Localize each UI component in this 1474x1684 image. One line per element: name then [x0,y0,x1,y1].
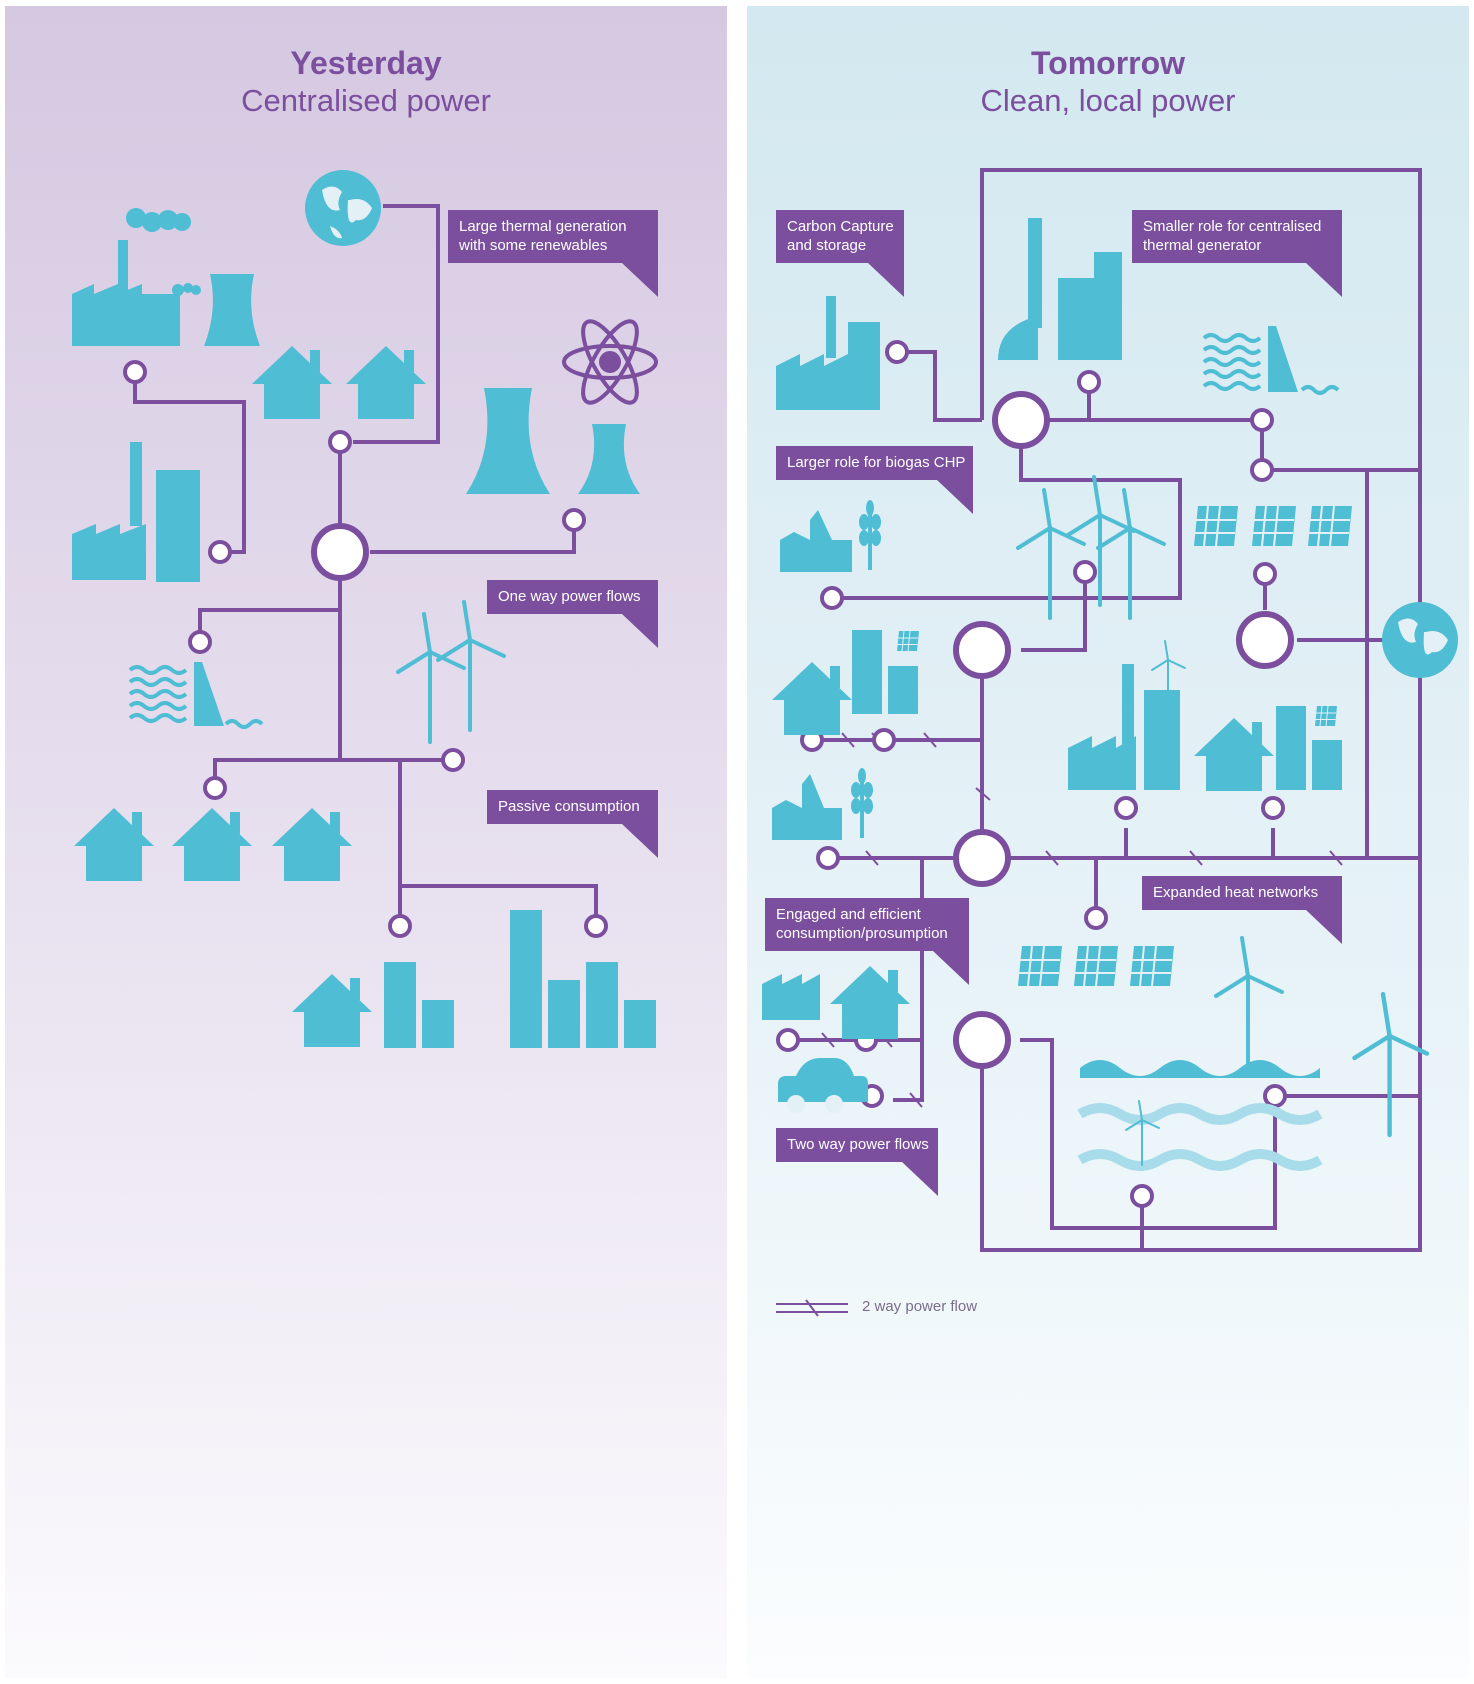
label-tail [1306,263,1342,297]
right-nodes [776,340,1294,1208]
solar-panel-icon [1073,945,1119,987]
house-icon [1194,718,1274,791]
offshore-wind-icon [1077,936,1427,1171]
factory-icon [762,974,820,1020]
label-tail [933,951,969,985]
solar-panel-icon [1017,945,1063,987]
label-biogas-chp: Larger role for biogas CHP [776,446,973,480]
label-ccs-line2: and storage [787,237,867,254]
label-thermal-line1: Large thermal generation [459,218,627,235]
house-icon [292,974,372,1047]
label-engaged-line2: consumption/prosumption [776,925,948,942]
label-engaged-consumption: Engaged and efficient consumption/prosum… [765,898,969,951]
globe-icon [1382,602,1458,678]
legend-line-icon [776,1299,848,1317]
label-tail [622,263,658,297]
label-passive-consumption: Passive consumption [487,790,658,824]
yesterday-title: Yesterday [290,45,442,81]
factory-icon [72,208,201,346]
solar-panel-icon [1314,705,1338,727]
wind-turbine-icon [396,612,466,744]
factory-icon [772,774,842,840]
right-icons [762,218,1458,1171]
label-thermal-line2: with some renewables [459,237,608,254]
factory-icon [1068,664,1180,790]
house-icon [172,808,252,881]
label-smaller-line1: Smaller role for centralised [1143,218,1322,235]
solar-panel-icon [1251,505,1297,547]
cooling-tower-icon [466,388,640,494]
house-icon [830,966,910,1039]
office-building-icon [852,630,918,714]
hydro-dam-icon [128,662,264,729]
label-tail [622,824,658,858]
house-icon [772,662,852,735]
label-two-way: Two way power flows [776,1128,938,1162]
label-carbon-capture: Carbon Capture and storage [776,210,904,263]
tomorrow-title: Tomorrow [1030,45,1186,81]
globe-icon [305,170,381,246]
tomorrow-subtitle: Clean, local power [980,83,1236,118]
right-power-lines [788,168,1422,1252]
solar-panel-icon [1129,945,1175,987]
solar-panel-icon [1193,505,1239,547]
label-tail [868,263,904,297]
yesterday-heading: Yesterday Centralised power [5,44,727,120]
label-smaller-role: Smaller role for centralised thermal gen… [1132,210,1342,263]
factory-icon [776,296,880,410]
left-nodes [123,360,608,938]
left-icons [72,170,658,1048]
solar-panel-icon [896,630,920,652]
atom-icon [562,319,658,405]
legend-label: 2 way power flow [862,1298,978,1315]
label-engaged-line1: Engaged and efficient [776,906,921,923]
wind-turbine-icon [436,600,506,732]
hydro-dam-icon [1202,326,1340,395]
label-ccs-line1: Carbon Capture [787,218,894,235]
wheat-icon [859,500,881,570]
house-icon [346,346,426,419]
office-building-icon [1276,706,1342,790]
label-tail [937,480,973,514]
office-building-icon [384,910,656,1048]
label-tail [902,1162,938,1196]
label-tail [1306,910,1342,944]
label-thermal-generation: Large thermal generation with some renew… [448,210,658,263]
solar-panel-icon [1307,505,1353,547]
factory-icon [998,218,1122,360]
tomorrow-heading: Tomorrow Clean, local power [747,44,1469,120]
label-smaller-line2: thermal generator [1143,237,1262,254]
house-icon [74,808,154,881]
label-heat-networks: Expanded heat networks [1142,876,1342,910]
cooling-tower-icon [204,274,260,346]
office-building-icon [72,442,200,582]
wheat-icon [851,768,873,838]
yesterday-subtitle: Centralised power [241,83,491,118]
house-icon [252,346,332,419]
label-one-way: One way power flows [487,580,658,614]
label-tail [622,614,658,648]
house-icon [272,808,352,881]
factory-icon [780,510,852,572]
car-icon [778,1058,868,1113]
